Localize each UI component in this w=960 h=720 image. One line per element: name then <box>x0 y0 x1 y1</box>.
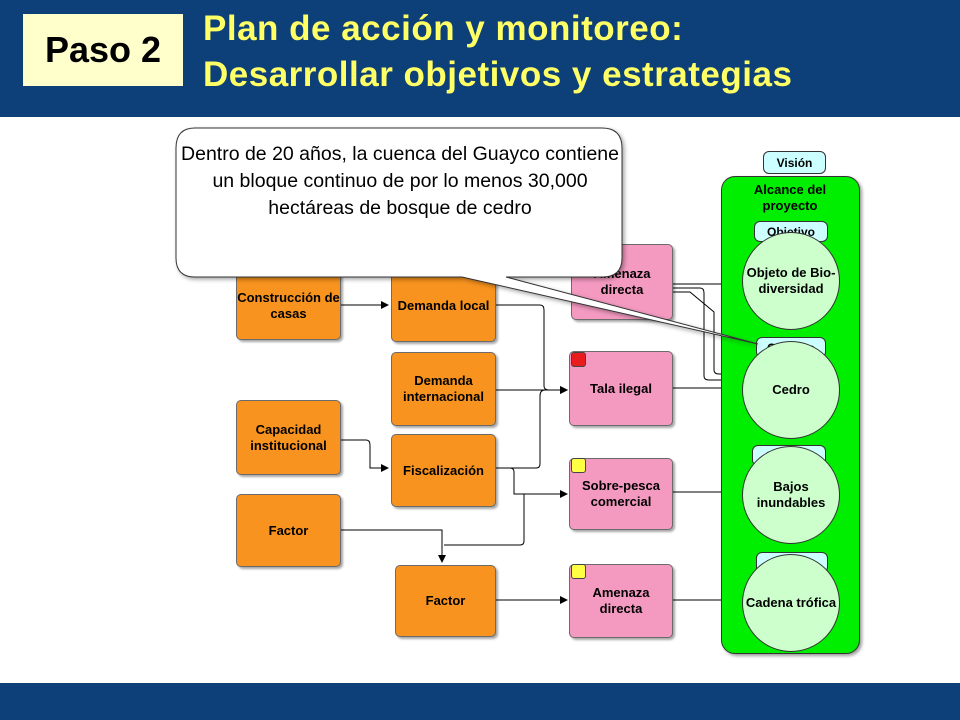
threat-rank-flag-yellow-1 <box>571 458 586 473</box>
target-cadena-trofica: Cadena trófica <box>742 554 840 652</box>
factor-generic-2: Factor <box>395 565 496 637</box>
threat-sobrepesca-label: Sobre-pesca comercial <box>581 478 661 509</box>
objective-callout-text: Dentro de 20 años, la cuenca del Guayco … <box>181 143 619 219</box>
scope-label: Alcance del proyecto <box>753 182 827 213</box>
page-title: Plan de acción y monitoreo: Desarrollar … <box>203 6 953 98</box>
threat-tala-label: Tala ilegal <box>590 380 652 396</box>
threat-rank-flag-red <box>571 352 586 367</box>
title-line-1: Plan de acción y monitoreo: <box>203 9 684 48</box>
threat-amenaza-directa-bottom: Amenaza directa <box>569 564 673 638</box>
factor-generic-1: Factor <box>236 494 341 567</box>
threat-rank-flag-yellow-2 <box>571 564 586 579</box>
factor-capacidad: Capacidad institucional <box>236 400 341 475</box>
factor-demanda-internacional: Demanda internacional <box>391 352 496 426</box>
footer-bar <box>0 683 960 720</box>
target-bajos-inundables: Bajos inundables <box>742 446 840 544</box>
vision-tag: Visión <box>763 151 826 174</box>
title-line-2: Desarrollar objetivos y estrategias <box>203 55 793 94</box>
threat-tala-ilegal: Tala ilegal <box>569 351 673 426</box>
step-badge: Paso 2 <box>23 14 183 86</box>
target-biodiversidad: Objeto de Bio-diversidad <box>742 232 840 330</box>
factor-construccion: Construcción de casas <box>236 272 341 340</box>
factor-fiscalizacion: Fiscalización <box>391 434 496 507</box>
target-cedro: Cedro <box>742 341 840 439</box>
threat-sobrepesca: Sobre-pesca comercial <box>569 458 673 530</box>
threat-amenaza-directa-bottom-label: Amenaza directa <box>592 585 650 616</box>
